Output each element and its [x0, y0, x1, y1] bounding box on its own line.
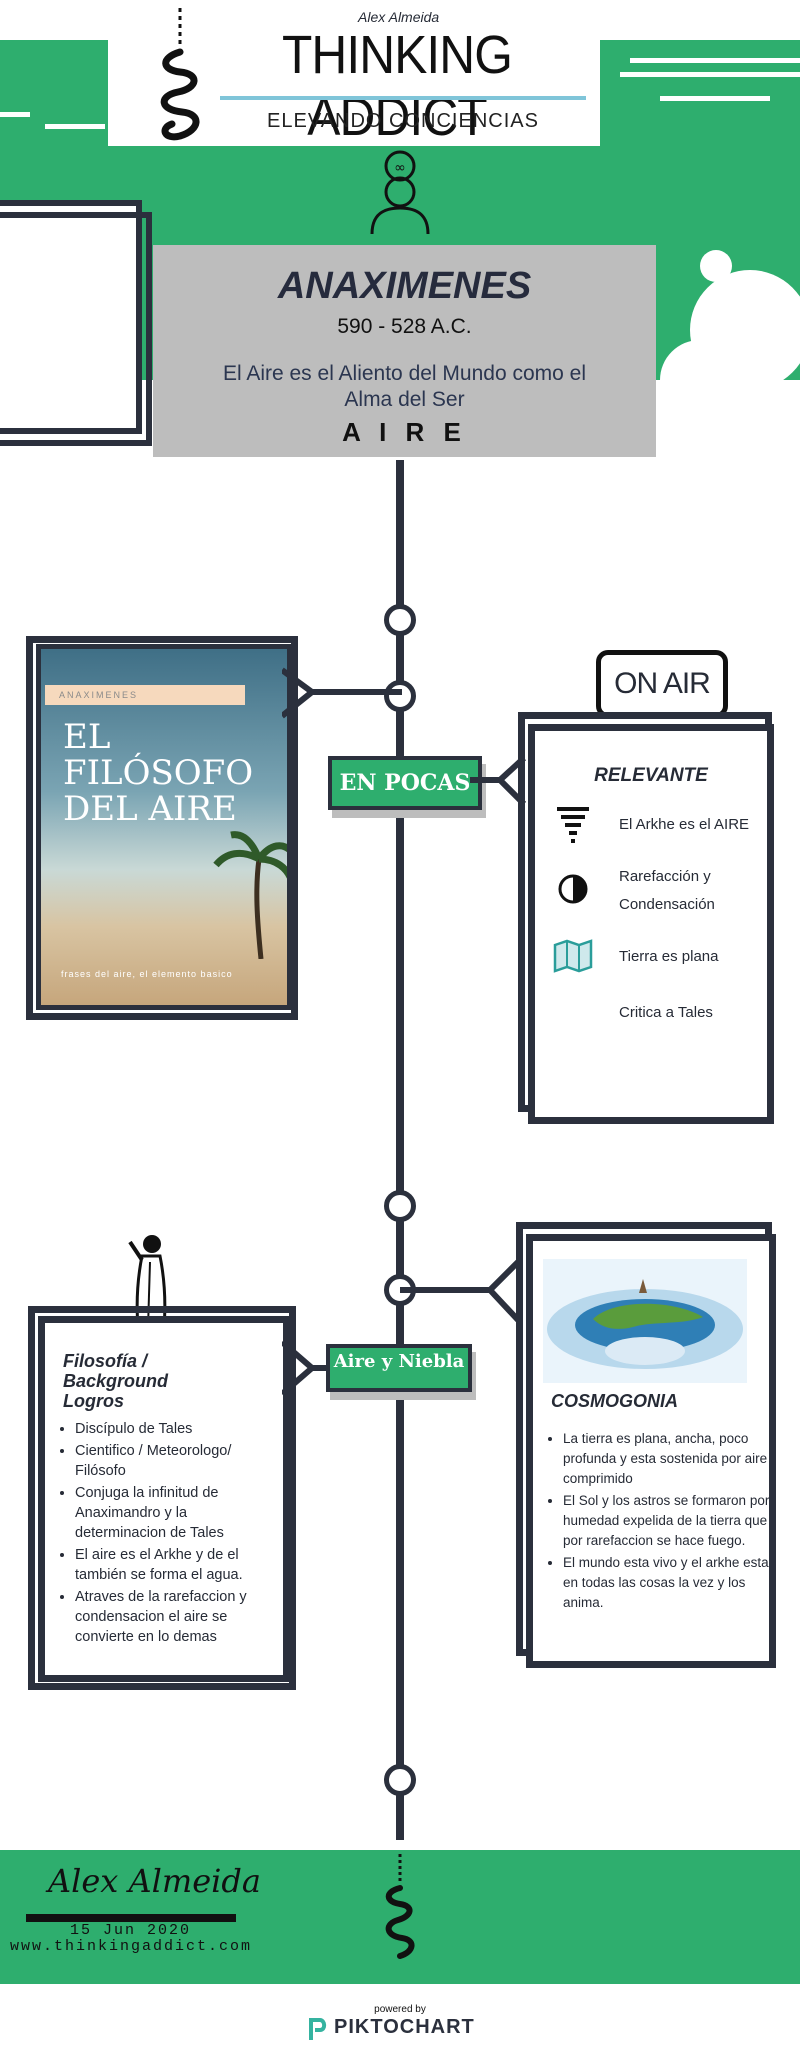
half-circle-icon: [558, 874, 588, 904]
cosmogonia-title: COSMOGONIA: [551, 1391, 679, 1411]
relevante-item-4: Critica a Tales: [619, 1004, 713, 1021]
philosopher-name: ANAXIMENES: [277, 265, 532, 307]
en-pocas-label: EN POCAS: [328, 756, 482, 810]
svg-text:∞: ∞: [394, 160, 406, 176]
hero-element: A I R E: [342, 417, 467, 447]
timeline-node: [384, 604, 416, 636]
tornado-icon: [557, 807, 589, 843]
stripe: [630, 58, 800, 63]
author-small: Alex Almeida: [358, 9, 440, 25]
philosopher-dates: 590 - 528 A.C.: [337, 315, 472, 338]
cloud: [660, 340, 740, 420]
book-connector: [282, 667, 402, 719]
aire-niebla-label: Aire y Niebla: [326, 1344, 472, 1392]
relevante-card: RELEVANTE El Arkhe es el AIRE Rarefacció…: [528, 724, 774, 1124]
cosmogonia-item: El mundo esta vivo y el arkhe esta en to…: [563, 1553, 773, 1613]
footer-spiral-logo-icon: [385, 1854, 415, 1959]
filosofia-item: Discípulo de Tales: [75, 1419, 275, 1439]
spiral-logo-icon: [160, 8, 200, 141]
filosofia-item: Cientifico / Meteorologo/ Filósofo: [75, 1441, 275, 1481]
cosmogonia-connector: [400, 1259, 520, 1323]
relevante-item-1: El Arkhe es el AIRE: [619, 816, 750, 833]
filosofia-frame-back: [28, 1306, 296, 1690]
cloud: [720, 280, 800, 370]
filosofia-item: El aire es el Arkhe y de el también se f…: [75, 1545, 275, 1585]
title-underline: [220, 96, 586, 100]
book-title: EL FILÓSOFO DEL AIRE: [63, 717, 254, 829]
flat-earth-image: [543, 1259, 747, 1383]
timeline-node: [384, 1190, 416, 1222]
left-frame: [0, 200, 142, 434]
site-subtitle: ELEVANDO CONCIENCIAS: [267, 110, 539, 132]
on-air-badge: ON AIR: [596, 650, 728, 718]
stripe: [45, 124, 105, 129]
book-cover: ANAXIMENES EL FILÓSOFO DEL AIRE frases d…: [36, 644, 292, 1010]
piktochart-logo-icon: [309, 2018, 327, 2040]
cosmogonia-item: El Sol y los astros se formaron por hume…: [563, 1491, 773, 1551]
sun: [700, 250, 732, 282]
book-small-label: ANAXIMENES: [45, 685, 245, 705]
logo-card: Alex Almeida THINKING ADDICT ELEVANDO CO…: [108, 6, 600, 147]
cosmogonia-item: La tierra es plana, ancha, poco profunda…: [563, 1429, 773, 1489]
book-frame-back: [26, 636, 298, 1020]
hero-panel: ANAXIMENES 590 - 528 A.C. El Aire es el …: [153, 245, 656, 457]
footer-url: www.thinkingaddict.com: [10, 1938, 253, 1955]
powered-by-text: powered by: [374, 2004, 426, 2015]
thinker-head-icon: ∞: [370, 150, 430, 235]
cosmogonia-card: COSMOGONIA La tierra es plana, ancha, po…: [526, 1234, 776, 1668]
stripe: [620, 72, 800, 77]
footer-signature: Alex Almeida: [48, 1862, 261, 1900]
stripe: [0, 112, 30, 117]
footer-date: 15 Jun 2020: [70, 1922, 192, 1939]
filosofia-item: Atraves de la rarefaccion y condensacion…: [75, 1587, 275, 1647]
footer-rule: [26, 1914, 236, 1922]
filosofia-title: Filosofía / Background Logros: [63, 1351, 169, 1411]
map-icon: [553, 939, 593, 973]
timeline-line: [396, 460, 404, 1840]
filosofia-card: Filosofía / Background Logros Discípulo …: [38, 1316, 290, 1682]
stripe: [660, 96, 770, 101]
hero-quote: El Aire es el Aliento del Mundo como el …: [222, 362, 587, 411]
cosmogonia-list: La tierra es plana, ancha, poco profunda…: [541, 1429, 773, 1615]
filosofia-list: Discípulo de Tales Cientifico / Meteorol…: [53, 1419, 275, 1649]
timeline-node: [384, 1764, 416, 1796]
left-frame-back: [0, 212, 152, 446]
book-caption: frases del aire, el elemento basico: [61, 969, 233, 979]
timeline-node: [384, 680, 416, 712]
relevante-item-3: Tierra es plana: [619, 948, 719, 965]
palm-tree-icon: [213, 831, 287, 959]
filosofia-connector: [282, 1339, 332, 1397]
piktochart-brand[interactable]: PIKTOCHART: [334, 2016, 475, 2038]
filosofia-item: Conjuga la infinitud de Anaximandro y la…: [75, 1483, 275, 1543]
relevante-title: RELEVANTE: [594, 765, 708, 786]
relevante-item-2: Rarefacción y Condensación: [619, 868, 715, 913]
